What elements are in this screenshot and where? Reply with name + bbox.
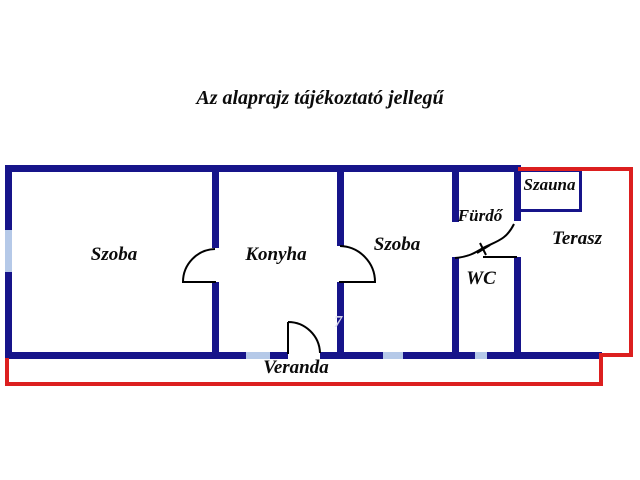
- wall-bottom-1: [5, 352, 246, 359]
- wall-bottom-3: [320, 352, 383, 359]
- wall-left-upper: [5, 165, 12, 230]
- windows: [5, 230, 487, 359]
- plan-disclaimer-title: Az alaprajz tájékoztató jellegű: [196, 87, 444, 109]
- door-konyha-szoba: [339, 245, 377, 283]
- room-label-szauna: Szauna: [523, 175, 576, 194]
- door-konyha-veranda: [287, 321, 321, 354]
- window-bottom-wc: [475, 352, 487, 359]
- room-label-szoba-left: Szoba: [90, 244, 138, 265]
- door-szoba-konyha: [181, 248, 216, 283]
- room-label-konyha: Konyha: [245, 244, 307, 265]
- room-label-furdo: Fürdő: [457, 206, 503, 225]
- terasz-outline-bottom: [600, 353, 633, 357]
- window-bottom-szoba: [383, 352, 403, 359]
- wall-konyha-szoba-upper: [337, 172, 344, 246]
- building-walls: [5, 165, 602, 359]
- wall-bottom-2: [270, 352, 288, 359]
- room-label-wc: WC: [466, 268, 496, 289]
- wall-szoba-konyha-lower: [212, 282, 219, 352]
- room-label-szoba-right: Szoba: [373, 234, 421, 255]
- window-left-wall: [5, 230, 12, 272]
- wall-right-lower: [514, 257, 521, 352]
- wall-wc-left: [452, 257, 459, 352]
- wall-left-lower: [5, 272, 12, 359]
- wall-right-upper: [514, 165, 521, 221]
- wall-bottom-5: [487, 352, 602, 359]
- terasz-outline-right: [629, 167, 633, 357]
- wall-furdo-left: [452, 172, 459, 222]
- red-outline: [5, 167, 633, 386]
- wall-bottom-4: [403, 352, 475, 359]
- wall-top: [5, 165, 521, 172]
- doors: [181, 223, 517, 354]
- wall-konyha-szoba-lower: [337, 282, 344, 352]
- room-label-veranda: Veranda: [263, 357, 329, 378]
- door-furdo-wc-cross-mark: [476, 242, 491, 256]
- watermark-fragment: 7: [333, 312, 343, 331]
- veranda-outline-right: [599, 353, 603, 386]
- room-label-terasz: Terasz: [552, 228, 602, 249]
- wall-szoba-konyha-upper: [212, 172, 219, 248]
- terasz-outline-top: [518, 167, 633, 171]
- window-bottom-konyha: [246, 352, 270, 359]
- veranda-outline-bottom: [5, 382, 603, 386]
- veranda-outline-left: [5, 358, 9, 386]
